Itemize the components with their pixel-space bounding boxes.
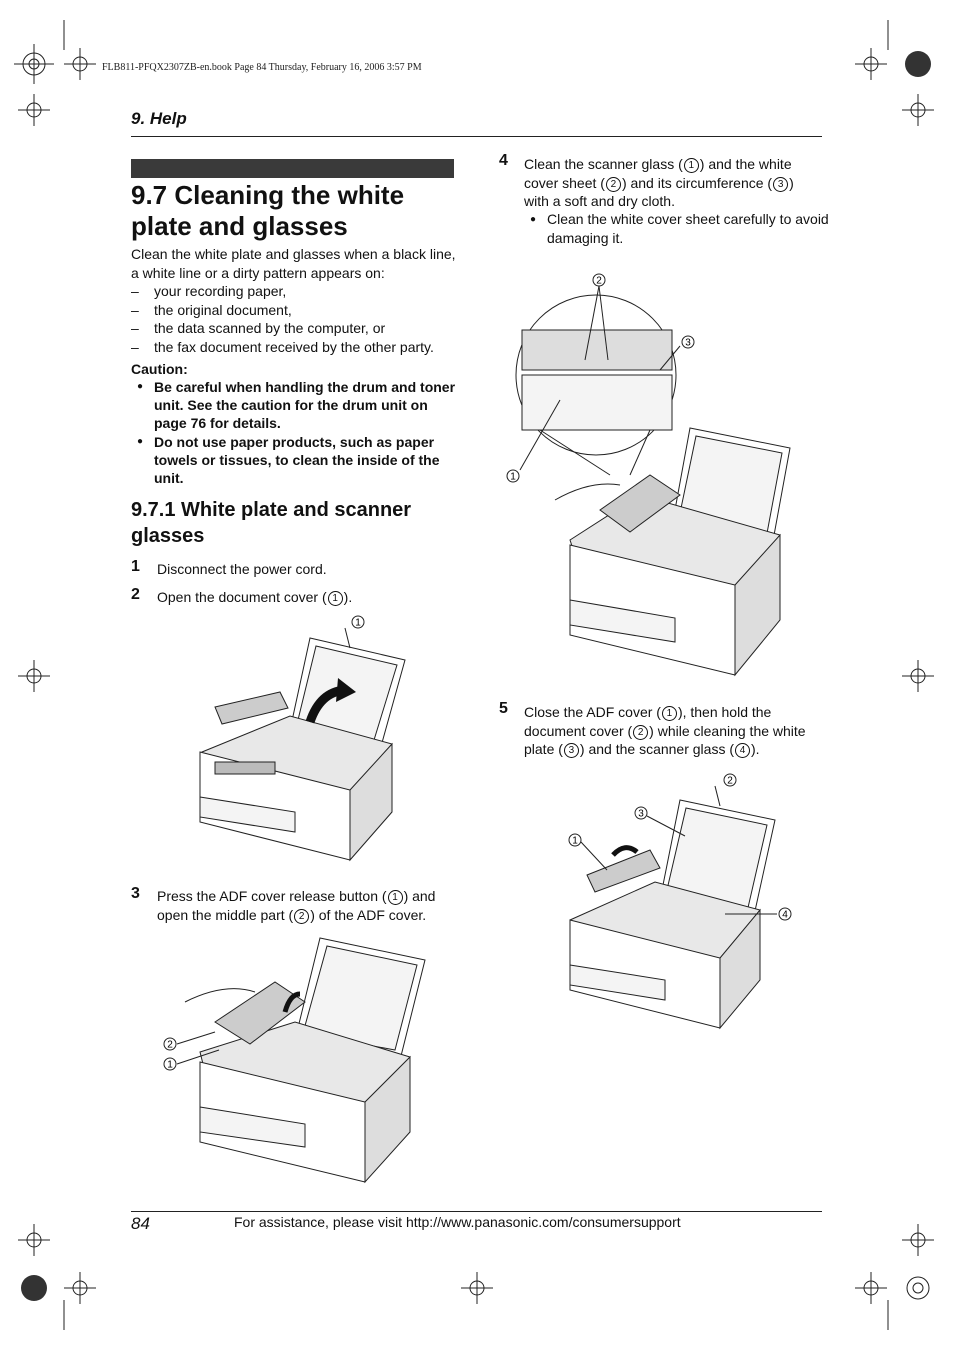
callout-label: 4 bbox=[782, 910, 788, 921]
step-number: 1 bbox=[131, 558, 140, 575]
subsection-heading: 9.7.1 White plate and scanner glasses bbox=[131, 499, 412, 547]
footer-rule bbox=[131, 1211, 822, 1212]
intro-text: Clean the white plate and glasses when a… bbox=[131, 246, 456, 281]
title-bar bbox=[131, 159, 454, 178]
list-item: the data scanned by the computer, or bbox=[131, 319, 461, 338]
step-number: 4 bbox=[499, 152, 508, 169]
step-bullet: Clean the white cover sheet carefully to… bbox=[524, 210, 845, 247]
callout-label: 3 bbox=[638, 809, 644, 820]
callout-label: 1 bbox=[572, 836, 578, 847]
header-rule bbox=[131, 136, 822, 137]
page-title: 9.7 Cleaning the white plate and glasses bbox=[131, 180, 405, 241]
callout-label: 2 bbox=[596, 276, 602, 287]
step-text: Press the ADF cover release button (1) a… bbox=[157, 888, 436, 924]
step-number: 3 bbox=[131, 885, 140, 902]
step-text: Open the document cover (1). bbox=[157, 589, 353, 606]
page-number: 84 bbox=[131, 1214, 150, 1233]
caution-item: Be careful when handling the drum and to… bbox=[131, 378, 461, 433]
conditions-list: your recording paper, the original docum… bbox=[131, 282, 461, 356]
print-slug: FLB811-PFQX2307ZB-en.book Page 84 Thursd… bbox=[102, 62, 422, 73]
callout-label: 2 bbox=[167, 1040, 173, 1051]
caution-heading: Caution: bbox=[131, 361, 188, 377]
caution-item: Do not use paper products, such as paper… bbox=[131, 433, 461, 488]
step-text: Clean the scanner glass (1) and the whit… bbox=[524, 156, 794, 209]
illustration-clean-scanner-glass: 2 3 1 bbox=[506, 273, 791, 677]
list-item: the original document, bbox=[131, 301, 461, 320]
step-number: 2 bbox=[131, 586, 140, 603]
illustration-clean-white-plate: 2 3 1 4 bbox=[568, 773, 792, 1030]
step-number: 5 bbox=[499, 700, 508, 717]
list-item: your recording paper, bbox=[131, 282, 461, 301]
callout-label: 2 bbox=[727, 776, 733, 787]
illustration-open-document-cover: 1 bbox=[199, 615, 406, 862]
caution-list: Be careful when handling the drum and to… bbox=[131, 378, 461, 487]
list-item: the fax document received by the other p… bbox=[131, 338, 461, 357]
illustration-open-adf-cover: 2 1 bbox=[163, 937, 426, 1184]
step-text: Close the ADF cover (1), then hold the d… bbox=[524, 704, 806, 758]
callout-label: 1 bbox=[510, 472, 516, 483]
callout-label: 1 bbox=[355, 618, 361, 629]
callout-label: 1 bbox=[167, 1060, 173, 1071]
assistance-text: For assistance, please visit http://www.… bbox=[234, 1214, 681, 1230]
section-label: 9. Help bbox=[131, 109, 187, 128]
callout-label: 3 bbox=[685, 338, 691, 349]
step-text: Disconnect the power cord. bbox=[157, 561, 327, 577]
